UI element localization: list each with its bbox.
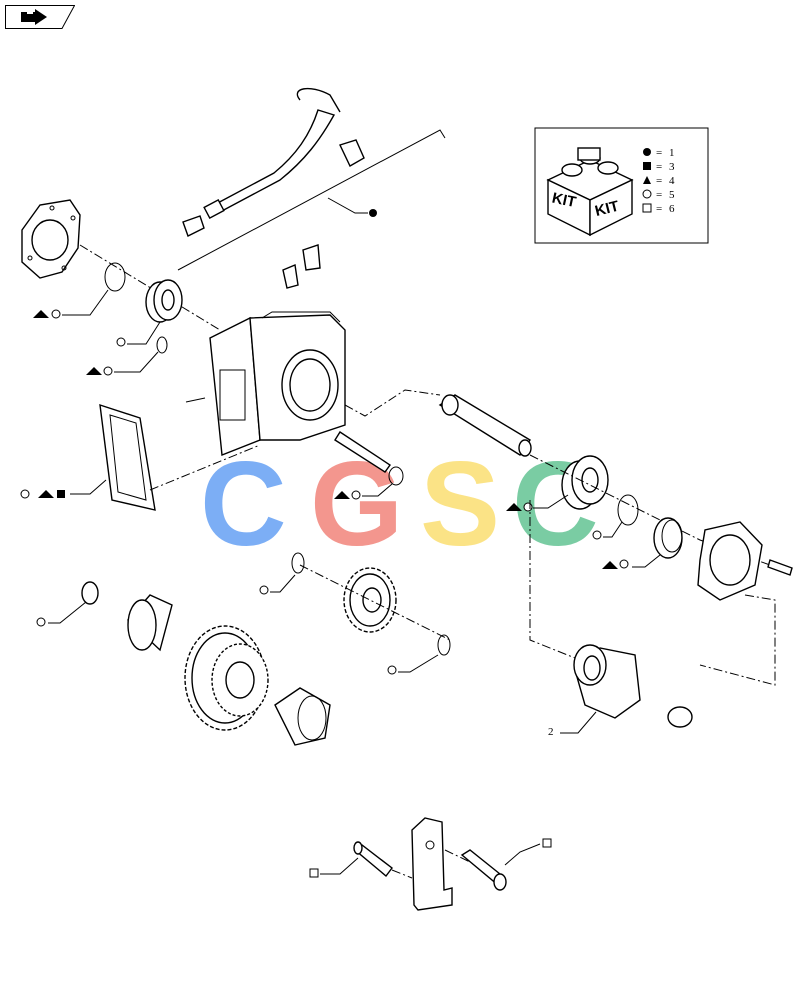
next-page-button[interactable] bbox=[5, 5, 76, 29]
washer bbox=[667, 706, 693, 728]
taper-bearing-cup bbox=[274, 687, 331, 746]
bracket-bolt bbox=[460, 849, 507, 891]
watermark-letter-g: G bbox=[310, 437, 403, 571]
circlip-2 bbox=[437, 634, 451, 656]
watermark-letter-s: S bbox=[420, 437, 500, 571]
legend-value-6: 6 bbox=[669, 203, 675, 215]
stud bbox=[353, 841, 393, 878]
open-square-icon bbox=[642, 203, 652, 213]
kit-box-icon: KIT KIT bbox=[546, 147, 634, 237]
svg-text:=: = bbox=[656, 161, 662, 173]
legend-value-3: 3 bbox=[669, 161, 675, 173]
callout-circle bbox=[523, 502, 533, 512]
thrust-washer bbox=[81, 581, 99, 605]
legend-value-1: 1 bbox=[669, 147, 675, 159]
callout-square bbox=[309, 868, 319, 878]
legend-value-4: 4 bbox=[669, 175, 675, 187]
splined-shaft bbox=[438, 394, 532, 457]
callout-triangle bbox=[38, 490, 54, 498]
idler-shaft bbox=[334, 431, 391, 473]
callout-triangle bbox=[602, 561, 618, 569]
circlip-1 bbox=[291, 552, 305, 574]
svg-text:=: = bbox=[656, 147, 662, 159]
snap-ring-2 bbox=[617, 494, 639, 526]
cover-bolt bbox=[767, 559, 793, 576]
svg-text:=: = bbox=[656, 175, 662, 187]
callout-square bbox=[57, 490, 65, 498]
pto-housing bbox=[185, 244, 346, 456]
filled-triangle-icon bbox=[643, 176, 651, 184]
callout-circle bbox=[387, 665, 397, 675]
callout-circle bbox=[351, 490, 361, 500]
callout-triangle bbox=[506, 503, 522, 511]
oil-seal bbox=[653, 517, 683, 559]
callout-circle bbox=[51, 309, 61, 319]
snap-ring-1 bbox=[104, 262, 126, 292]
callout-triangle bbox=[86, 367, 102, 375]
filled-circle-icon bbox=[643, 148, 651, 156]
callout-circle bbox=[592, 530, 602, 540]
cover-plate-top-left bbox=[21, 199, 81, 279]
open-circle-icon bbox=[642, 189, 652, 199]
callout-circle bbox=[259, 585, 269, 595]
mounting-bracket bbox=[411, 817, 453, 911]
callout-square bbox=[542, 838, 552, 848]
taper-bearing-cone bbox=[127, 594, 173, 652]
watermark-letter-c1: C bbox=[200, 437, 287, 571]
callout-circle bbox=[619, 559, 629, 569]
callout-triangle bbox=[33, 310, 49, 318]
bearing-left bbox=[145, 279, 183, 323]
filled-square-icon bbox=[643, 162, 651, 170]
bearing-right bbox=[561, 455, 609, 510]
kit-word-left: KIT bbox=[550, 189, 577, 211]
callout-circle bbox=[36, 617, 46, 627]
small-ring bbox=[156, 336, 168, 354]
o-ring bbox=[388, 466, 404, 486]
callout-circle bbox=[20, 489, 30, 499]
cover-plate-right bbox=[697, 521, 763, 601]
drive-gear-large bbox=[184, 625, 269, 731]
svg-text:=: = bbox=[656, 189, 662, 201]
callout-number-2: 2 bbox=[548, 726, 554, 738]
kit-word-right: KIT bbox=[593, 198, 621, 220]
output-flange bbox=[573, 644, 641, 719]
watermark: C G S C bbox=[200, 437, 599, 571]
hose-assembly bbox=[177, 87, 446, 271]
callout-filled-circle bbox=[369, 209, 377, 217]
callout-circle bbox=[103, 366, 113, 376]
kit-legend-entries: = 1 = 3 = 4 = 5 = 6 bbox=[642, 147, 675, 215]
callout-triangle bbox=[334, 491, 350, 499]
legend-value-5: 5 bbox=[669, 189, 675, 201]
svg-text:=: = bbox=[656, 203, 662, 215]
callout-circle bbox=[116, 337, 126, 347]
housing-gasket bbox=[99, 403, 156, 511]
kit-legend: KIT KIT = 1 = 3 = 4 = 5 = 6 bbox=[534, 127, 709, 244]
idler-gear bbox=[343, 567, 397, 633]
next-page-arrow-icon bbox=[5, 5, 76, 29]
